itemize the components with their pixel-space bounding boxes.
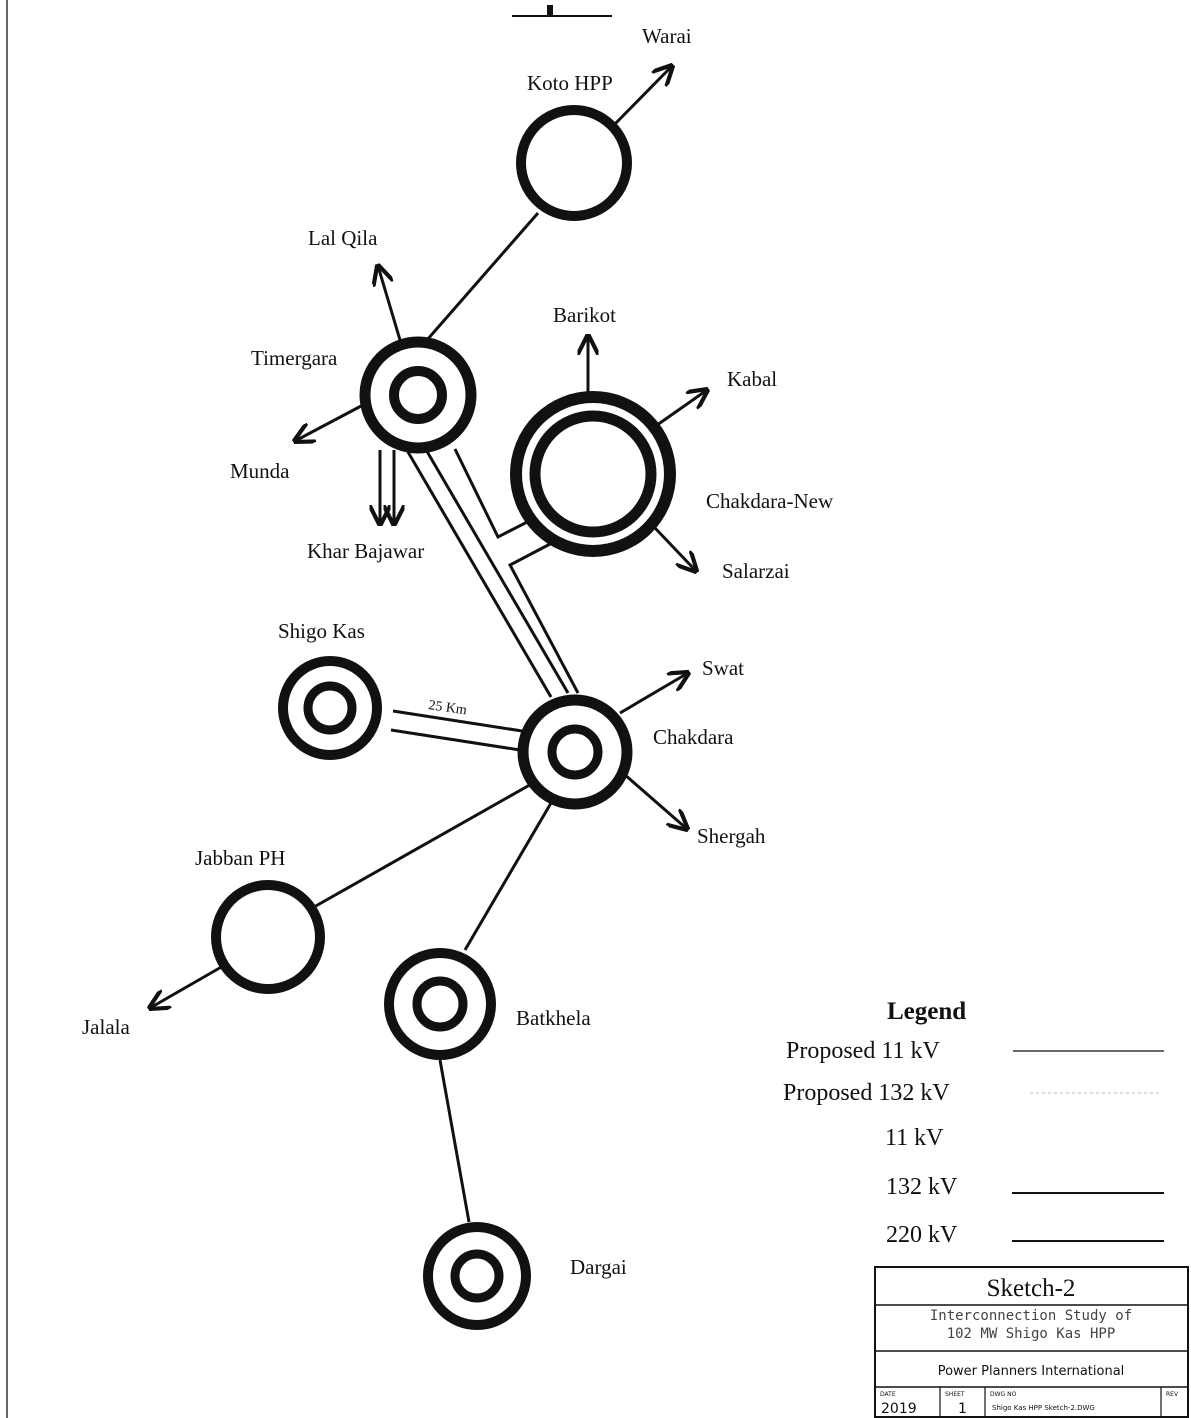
line-chakdara-jabban bbox=[313, 780, 536, 909]
line-chakdaranew-chakdara-b bbox=[507, 541, 580, 694]
legend: Legend Proposed 11 kV Proposed 132 kV 11… bbox=[783, 998, 1164, 1248]
dwg-value: Shigo Kas HPP Sketch-2.DWG bbox=[992, 1404, 1095, 1412]
label-timergara: Timergara bbox=[251, 346, 338, 370]
label-batkhela: Batkhela bbox=[516, 1006, 591, 1030]
legend-label-132kv: 132 kV bbox=[886, 1174, 958, 1200]
line-koto-warai bbox=[608, 66, 672, 131]
line-timergara-lalqila bbox=[378, 266, 402, 341]
line-chakdaranew-salarzai bbox=[653, 526, 696, 571]
date-label: DATE bbox=[880, 1391, 896, 1398]
substation-chakdara-new-inner bbox=[529, 410, 657, 538]
dwg-label: DWG NO bbox=[990, 1391, 1017, 1398]
label-lal-qila: Lal Qila bbox=[308, 226, 378, 250]
line-jabban-jalala bbox=[150, 960, 231, 1008]
legend-label-220kv: 220 kV bbox=[886, 1222, 958, 1248]
line-chakdaranew-kabal bbox=[649, 390, 707, 432]
line-chakdara-batkhela bbox=[463, 802, 553, 951]
sheet-label: SHEET bbox=[945, 1391, 965, 1398]
label-jalala: Jalala bbox=[82, 1015, 130, 1039]
substation-chakdara-inner bbox=[547, 724, 603, 780]
study-title-line1: Interconnection Study of bbox=[930, 1308, 1132, 1324]
line-timergara-chakdara-a bbox=[406, 451, 553, 698]
line-chakdara-swat bbox=[619, 673, 688, 715]
title-block: Sketch-2 Interconnection Study of 102 MW… bbox=[874, 1266, 1189, 1418]
rev-label: REV bbox=[1166, 1391, 1179, 1398]
label-shigo-kas: Shigo Kas bbox=[278, 619, 365, 643]
line-shigokas-chakdara-a bbox=[392, 709, 523, 733]
line-chakdara-shergah bbox=[623, 772, 687, 829]
label-shergah: Shergah bbox=[697, 824, 766, 848]
substation-koto-hpp bbox=[516, 105, 632, 221]
sheet-value: 1 bbox=[958, 1401, 967, 1417]
sketch-title: Sketch-2 bbox=[987, 1275, 1076, 1302]
label-khar-bajawar: Khar Bajawar bbox=[307, 539, 424, 563]
label-kabal: Kabal bbox=[727, 367, 777, 391]
line-shigokas-chakdara-b bbox=[390, 728, 521, 752]
line-chakdaranew-tee-a bbox=[453, 448, 538, 540]
legend-label-11kv: 11 kV bbox=[885, 1125, 944, 1151]
label-dargai: Dargai bbox=[570, 1255, 627, 1279]
line-timergara-munda bbox=[295, 403, 364, 441]
date-value: 2019 bbox=[881, 1401, 917, 1417]
label-munda: Munda bbox=[230, 459, 290, 483]
label-chakdara: Chakdara bbox=[653, 725, 734, 749]
substation-timergara-inner bbox=[389, 366, 447, 424]
label-chakdara-new: Chakdara-New bbox=[706, 489, 834, 513]
substation-jabban-ph bbox=[211, 880, 325, 994]
legend-title: Legend bbox=[887, 998, 966, 1025]
label-line-length: 25 Km bbox=[427, 698, 467, 718]
label-warai: Warai bbox=[642, 24, 692, 48]
label-salarzai: Salarzai bbox=[722, 559, 790, 583]
legend-label-proposed-11kv: Proposed 11 kV bbox=[786, 1038, 940, 1064]
substation-shigo-kas-inner bbox=[303, 681, 357, 735]
legend-label-proposed-132kv: Proposed 132 kV bbox=[783, 1080, 950, 1106]
label-jabban-ph: Jabban PH bbox=[195, 846, 285, 870]
substation-batkhela-inner bbox=[412, 976, 468, 1032]
label-barikot: Barikot bbox=[553, 303, 616, 327]
title-block-frame bbox=[874, 1266, 1189, 1418]
top-mark-tick bbox=[547, 5, 553, 16]
study-title-line2: 102 MW Shigo Kas HPP bbox=[947, 1326, 1116, 1342]
substation-dargai-inner bbox=[450, 1249, 504, 1303]
label-swat: Swat bbox=[702, 656, 744, 680]
company-name: Power Planners International bbox=[938, 1364, 1125, 1379]
line-timergara-chakdara-b bbox=[423, 447, 570, 694]
line-koto-timergara bbox=[425, 212, 540, 341]
line-batkhela-dargai bbox=[438, 1059, 471, 1223]
label-koto-hpp: Koto HPP bbox=[527, 71, 613, 95]
